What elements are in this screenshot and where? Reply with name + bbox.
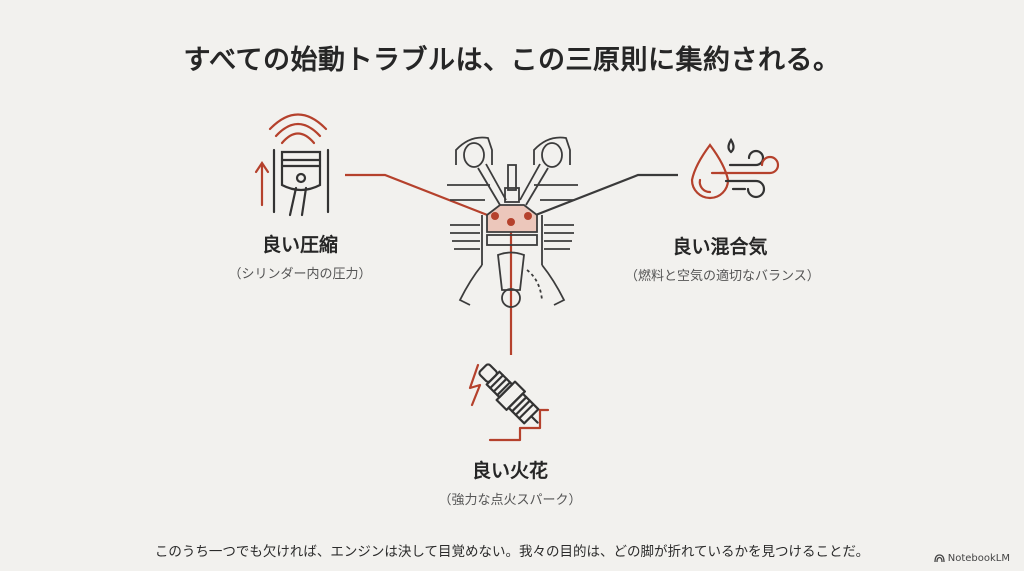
compression-label: 良い圧縮 <box>261 234 338 256</box>
spark-plug-icon <box>468 363 550 442</box>
principle-spark: 良い火花 （強力な点火スパーク） <box>420 456 600 508</box>
brand-label: NotebookLM <box>947 553 1010 564</box>
fuel-drop-air-icon <box>690 137 780 200</box>
spark-label: 良い火花 <box>471 460 548 482</box>
page-title: すべての始動トラブルは、この三原則に集約される。 <box>183 45 841 76</box>
brand-badge: NotebookLM <box>934 553 1010 564</box>
piston-compression-icon <box>254 113 330 217</box>
notebooklm-logo-icon <box>934 554 945 563</box>
engine-cutaway-icon <box>447 136 578 308</box>
connector-compression <box>345 173 496 220</box>
compression-sub: （シリンダー内の圧力） <box>228 267 372 282</box>
mixture-sub: （燃料と空気の適切なバランス） <box>625 269 820 284</box>
footer-caption: このうち一つでも欠ければ、エンジンは決して目覚めない。我々の目的は、どの脚が折れ… <box>154 544 870 560</box>
spark-sub: （強力な点火スパーク） <box>438 493 582 508</box>
connector-mixture <box>527 173 678 220</box>
principle-mixture: 良い混合気 （燃料と空気の適切なバランス） <box>625 232 820 284</box>
mixture-label: 良い混合気 <box>672 236 768 258</box>
principle-compression: 良い圧縮 （シリンダー内の圧力） <box>215 230 385 282</box>
